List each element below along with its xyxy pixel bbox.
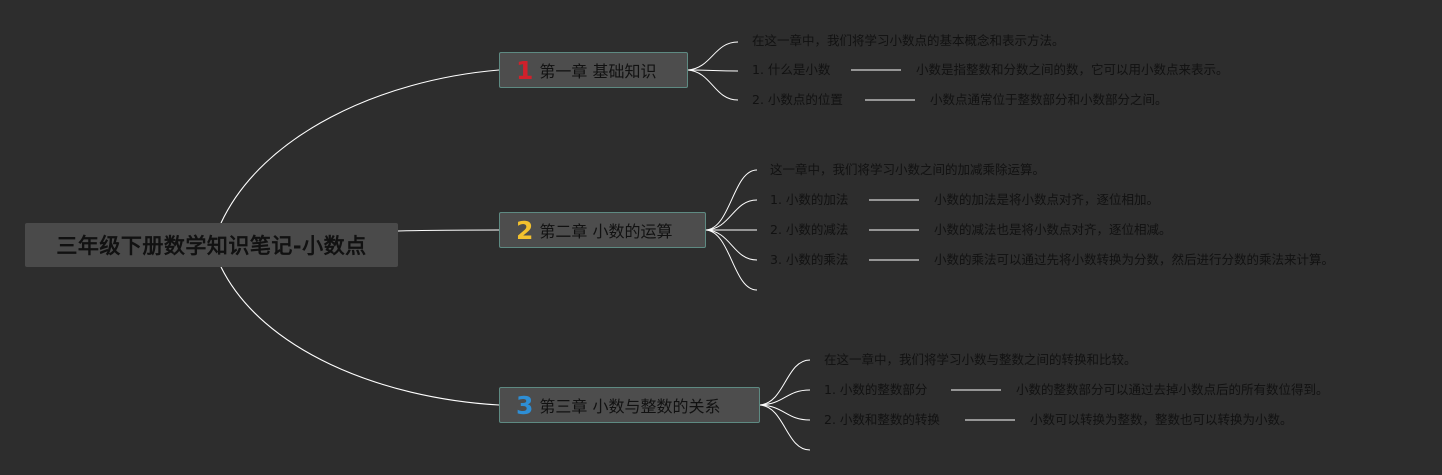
chapter-1-topic-1-label[interactable]: 1. 什么是小数 [752, 62, 831, 77]
chapter-title: 第二章 小数的运算 [539, 222, 673, 241]
chapter-1-topic-1-detail[interactable]: 小数是指整数和分数之间的数，它可以用小数点来表示。 [916, 62, 1229, 77]
chapter-2-topic-3-label[interactable]: 3. 小数的乘法 [770, 252, 849, 267]
link-ch3-end [759, 404, 811, 451]
link-ch2-topic-1 [705, 199, 758, 231]
chapter-3-intro[interactable]: 在这一章中，我们将学习小数与整数之间的转换和比较。 [824, 352, 1137, 367]
chapter-3-topic-2-label[interactable]: 2. 小数和整数的转换 [824, 412, 940, 427]
chapter-2-topic-3-detail[interactable]: 小数的乘法可以通过先将小数转换为分数，然后进行分数的乘法来计算。 [934, 252, 1335, 267]
link-ch3-topic-1 [759, 389, 811, 406]
link-ch2-end [705, 229, 758, 291]
chapter-title: 第三章 小数与整数的关系 [539, 397, 721, 416]
link-root-chapter-2 [397, 229, 500, 232]
chapter-number-badge: 2 [516, 215, 534, 245]
root-topic-label: 三年级下册数学知识笔记-小数点 [56, 234, 367, 258]
link-root-chapter-1 [220, 69, 500, 224]
chapter-2-topic-2-label[interactable]: 2. 小数的减法 [770, 222, 849, 237]
chapter-number-badge: 1 [516, 55, 534, 85]
link-ch3-topic-2 [759, 404, 811, 421]
chapter-3-topic-1-label[interactable]: 1. 小数的整数部分 [824, 382, 928, 397]
chapter-2-topic-1-detail[interactable]: 小数的加法是将小数点对齐，逐位相加。 [934, 192, 1160, 207]
link-ch2-topic-3 [705, 229, 758, 261]
chapter-3-topic-1-detail[interactable]: 小数的整数部分可以通过去掉小数点后的所有数位得到。 [1016, 382, 1329, 397]
chapter-1-topic-2-label[interactable]: 2. 小数点的位置 [752, 92, 843, 107]
chapter-node-1[interactable]: 1 第一章 基础知识 [499, 52, 688, 88]
link-ch3-intro [759, 359, 811, 406]
link-root-chapter-3 [220, 266, 500, 406]
link-ch1-topic-2 [687, 69, 739, 101]
chapter-3-topic-2-detail[interactable]: 小数可以转换为整数，整数也可以转换为小数。 [1030, 412, 1293, 427]
chapter-number-badge: 3 [516, 390, 534, 420]
chapter-node-2[interactable]: 2 第二章 小数的运算 [499, 212, 706, 248]
chapter-2-intro[interactable]: 这一章中，我们将学习小数之间的加减乘除运算。 [770, 162, 1046, 177]
link-ch1-intro [687, 41, 739, 71]
chapter-title: 第一章 基础知识 [539, 62, 657, 81]
chapter-1-intro[interactable]: 在这一章中，我们将学习小数点的基本概念和表示方法。 [752, 33, 1065, 48]
root-topic[interactable]: 三年级下册数学知识笔记-小数点 [25, 223, 398, 267]
link-ch1-topic-1 [687, 69, 739, 72]
link-ch2-intro [705, 169, 758, 231]
chapter-2-topic-2-detail[interactable]: 小数的减法也是将小数点对齐，逐位相减。 [934, 222, 1172, 237]
chapter-node-3[interactable]: 3 第三章 小数与整数的关系 [499, 387, 760, 423]
chapter-1-topic-2-detail[interactable]: 小数点通常位于整数部分和小数部分之间。 [930, 92, 1168, 107]
chapter-2-topic-1-label[interactable]: 1. 小数的加法 [770, 192, 849, 207]
